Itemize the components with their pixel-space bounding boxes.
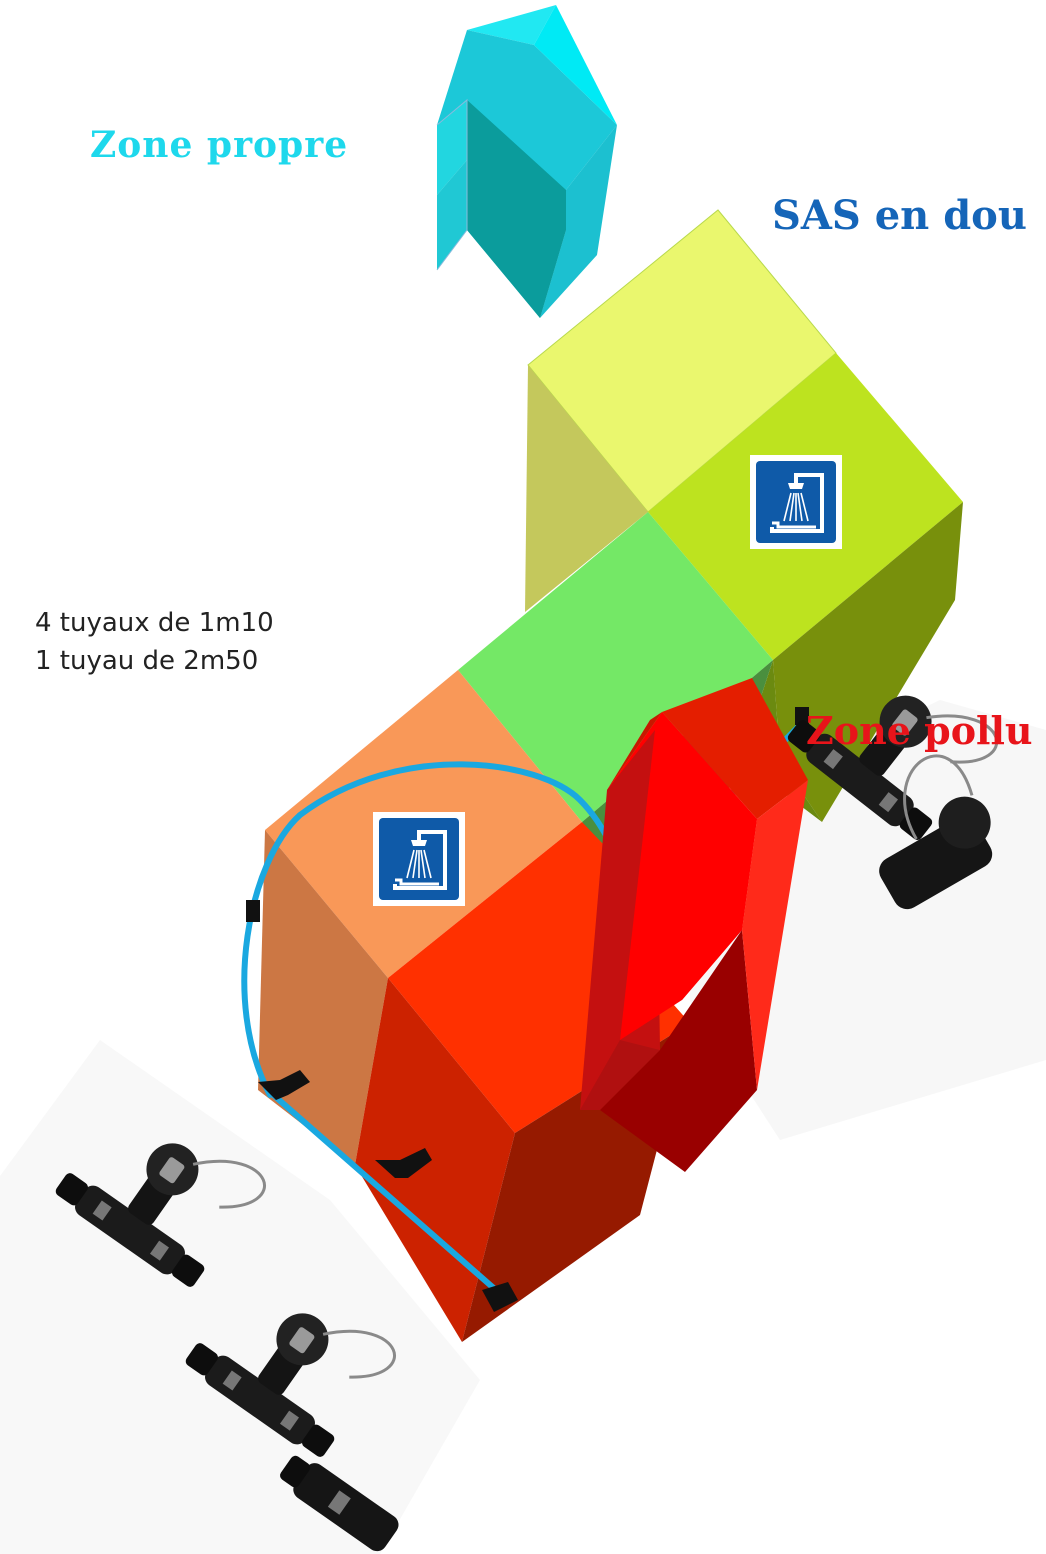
shower-icon: [750, 455, 842, 549]
pipe-info-line: 4 tuyaux de 1m10: [35, 604, 274, 642]
sas-title: SAS en dou: [772, 192, 1027, 239]
zone-propre-label: Zone propre: [90, 124, 348, 166]
pipe-info: 4 tuyaux de 1m10 1 tuyau de 2m50: [35, 604, 274, 680]
shower-icon: [373, 812, 465, 906]
up-arrow-icon: [437, 5, 617, 318]
zone-polluee-label: Zone pollu: [806, 708, 1033, 753]
pipe-info-line: 1 tuyau de 2m50: [35, 642, 274, 680]
